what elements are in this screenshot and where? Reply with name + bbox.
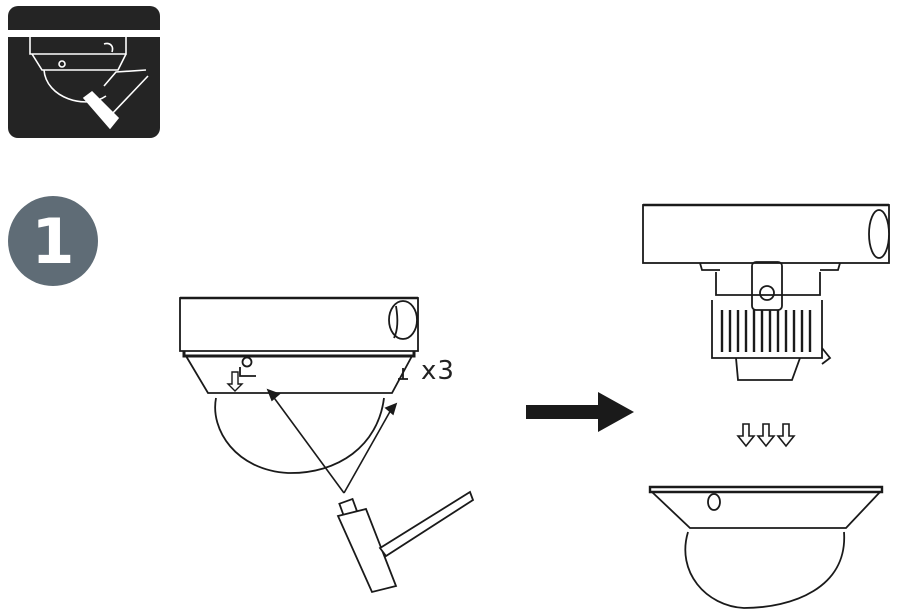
key-tool-icon bbox=[336, 490, 475, 594]
down-arrow-icon bbox=[736, 423, 796, 448]
camera-housing-detached bbox=[642, 203, 890, 381]
camera-with-dome-attached bbox=[179, 296, 419, 474]
screw-count-label: x3 bbox=[421, 356, 455, 386]
right-arrow-icon bbox=[526, 392, 634, 432]
step-number-badge: 1 bbox=[8, 196, 98, 286]
camera-dome-with-key-icon bbox=[8, 6, 160, 138]
alignment-arrows bbox=[266, 388, 398, 494]
dome-cover-detached bbox=[648, 485, 884, 609]
